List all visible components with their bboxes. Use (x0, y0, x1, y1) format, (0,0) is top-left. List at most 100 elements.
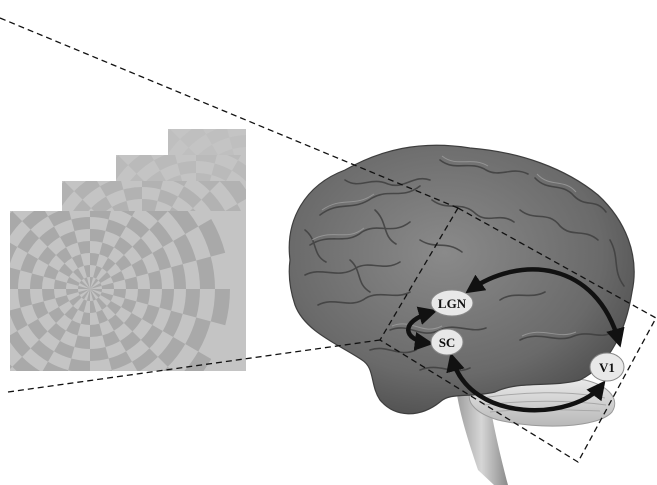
checker-cell (48, 211, 72, 227)
checker-cell (271, 207, 284, 216)
arrow-lgn-sc (406, 306, 438, 351)
checker-cell (257, 161, 272, 176)
checker-cell (258, 210, 271, 219)
pathway-arrows (406, 267, 625, 413)
checker-cell (136, 289, 150, 305)
checker-cell (90, 283, 102, 289)
checker-cell (227, 155, 242, 161)
checker-cell (84, 277, 90, 289)
checker-cell (163, 366, 173, 371)
checker-cell (21, 160, 54, 196)
checker-cell (197, 181, 220, 192)
checker-cell (164, 108, 196, 127)
checker-cell (54, 279, 67, 289)
node-sc-circle (430, 328, 464, 356)
checker-cell (105, 219, 126, 238)
checker-cell (80, 312, 90, 325)
checker-cell (124, 276, 138, 289)
checker-cell (66, 289, 79, 296)
checker-cell (10, 307, 28, 331)
checker-cell (10, 211, 23, 236)
checker-cell (77, 241, 90, 255)
checker-cell (115, 255, 132, 271)
checker-cell (248, 201, 260, 207)
checker-cell (32, 301, 49, 319)
checker-cell (269, 189, 283, 201)
checker-cell (110, 134, 142, 153)
checker-cell (54, 340, 75, 359)
checker-cell (10, 331, 31, 357)
checker-cell (10, 364, 13, 370)
checker-cell (170, 129, 171, 130)
checker-cell (180, 129, 206, 148)
checker-cell (290, 177, 306, 195)
checker-cell (178, 186, 202, 209)
checker-cell (78, 285, 90, 289)
checker-cell (39, 226, 60, 247)
checker-cell (142, 181, 163, 190)
checker-cell (248, 147, 264, 161)
checker-cell (276, 86, 310, 111)
node-sc-label: SC (439, 335, 456, 350)
checker-cell (48, 307, 65, 323)
checker-cell (27, 319, 48, 340)
checker-cell (47, 322, 66, 341)
checker-cell (182, 289, 200, 318)
checker-cell (248, 207, 254, 219)
checker-cell (20, 253, 39, 274)
checker-cell (43, 265, 59, 280)
checker-cell (168, 129, 181, 154)
node-lgn-label: LGN (438, 296, 467, 311)
checker-cell (216, 82, 248, 101)
checker-cell (116, 155, 129, 180)
checker-cell (22, 211, 48, 230)
checker-cell (106, 380, 142, 399)
checker-cell (66, 277, 80, 286)
checker-cell (247, 269, 269, 292)
node-v1-label: V1 (599, 360, 615, 375)
checker-cell (248, 195, 251, 207)
checker-cell (274, 145, 304, 178)
checker-cell (12, 211, 13, 212)
checker-cell (90, 395, 122, 414)
checker-cell (62, 181, 75, 206)
checker-cell (255, 165, 279, 191)
checker-cell (90, 278, 99, 289)
checker-cell (58, 263, 74, 277)
checker-cell (162, 310, 183, 337)
checker-cell (260, 176, 273, 190)
checker-cell (66, 320, 81, 336)
checker-cell (64, 305, 78, 321)
checker-cell (290, 156, 310, 177)
checker-cell (265, 219, 279, 232)
checker-cell (260, 249, 278, 265)
brain-folds (304, 159, 625, 372)
checker-cell (79, 280, 90, 289)
cerebrum (288, 144, 635, 415)
checker-cell (283, 195, 296, 207)
checker-cell (248, 207, 258, 215)
checker-cell (248, 171, 257, 184)
checker-cell (266, 233, 280, 255)
checker-cell (196, 256, 215, 289)
checker-cell (68, 358, 90, 371)
checker-cell (38, 246, 57, 265)
checker-cell (128, 155, 154, 174)
checker-cell (219, 181, 246, 204)
stimulus-frame (0, 154, 246, 414)
checker-cell (96, 309, 108, 324)
checker-cell (10, 267, 21, 289)
node-v1-circle (589, 352, 625, 382)
checker-cell (173, 234, 197, 265)
checker-cell (210, 289, 230, 326)
checker-cell (248, 265, 267, 279)
checker-cell (90, 346, 109, 361)
projection-line-bottom (7, 339, 381, 393)
node-v1: V1 (589, 352, 625, 382)
arrow-lgn-v1 (465, 267, 625, 348)
checker-cell (30, 339, 54, 362)
checker-cell (211, 163, 232, 182)
checker-cell (0, 377, 28, 410)
checker-cell (20, 154, 58, 181)
checker-cell (254, 214, 268, 233)
